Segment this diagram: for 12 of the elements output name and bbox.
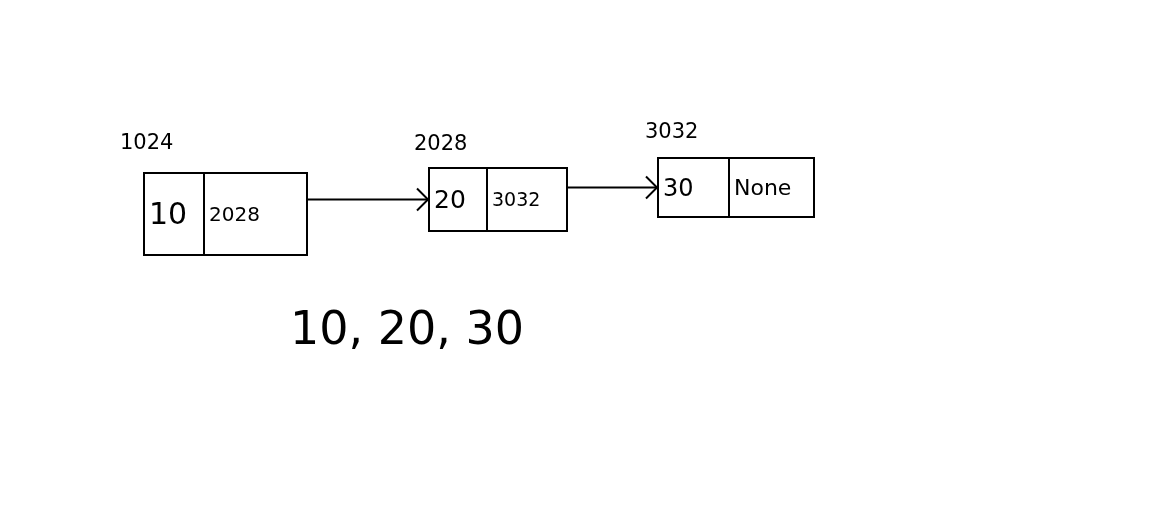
pointer-arrow [307,187,429,212]
list-values-text: 10, 20, 30 [290,305,525,351]
value-compartment: 10 [145,174,205,254]
pointer-compartment: 3032 [488,169,566,230]
value-compartment: 20 [430,169,488,230]
address-label: 2028 [414,133,468,154]
address-label: 3032 [645,121,699,142]
value-compartment: 30 [659,159,730,216]
pointer-arrow [567,175,658,200]
pointer-compartment: 2028 [205,174,306,254]
address-label: 1024 [120,132,174,153]
pointer-compartment: None [730,159,813,216]
